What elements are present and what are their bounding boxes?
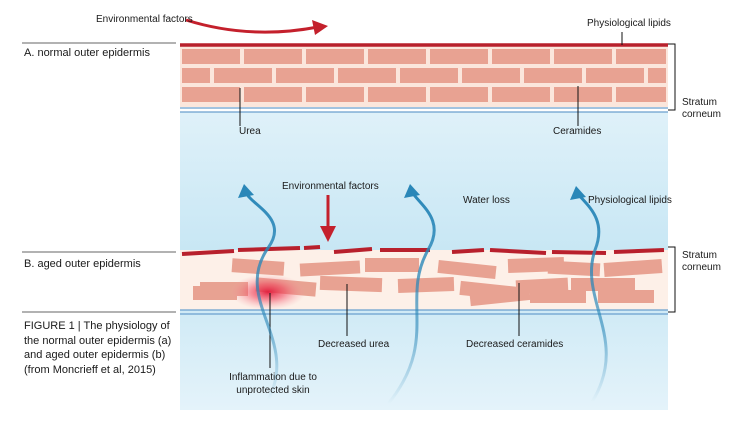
water-loss-arrowhead-2 [404,184,420,198]
stratum-corneum-label-a-2: corneum [682,109,721,120]
corneocyte-brick [462,68,520,83]
inflammation-label-1: Inflammation due to [229,372,317,383]
urea-label: Urea [239,126,261,137]
lipid-segment [333,247,373,254]
decreased-ceramides-label: Decreased ceramides [466,339,564,350]
corneocyte-brick [244,49,302,64]
environmental-factors-label-b: Environmental factors [282,181,379,192]
environmental-arrow-a [185,18,319,34]
corneocyte-brick [368,87,426,102]
corneocyte-brick [244,87,302,102]
corneocyte-brick [616,87,666,102]
corneocyte-brick [554,87,612,102]
corneocyte-brick [397,277,455,293]
corneocyte-brick [524,68,582,83]
corneocyte-brick [530,290,586,303]
water-loss-arrowhead-3 [570,186,586,200]
corneocyte-brick [430,49,488,64]
environmental-arrowhead-a [312,20,328,35]
corneocyte-brick [492,87,550,102]
stratum-corneum-label-b-1: Stratum [682,250,718,261]
water-loss-arrow-3 [576,192,608,404]
corneocyte-brick [276,68,334,83]
corneocyte-brick [492,49,550,64]
water-loss-arrow-2 [386,190,436,406]
lipid-segment [181,249,235,256]
lipid-segment [303,245,321,250]
corneocyte-brick [214,68,272,83]
stratum-corneum-label-b-2: corneum [682,262,721,273]
corneocyte-brick [554,49,612,64]
corneocyte-brick [306,87,364,102]
section-b-title: B. aged outer epidermis [24,258,141,270]
corneocyte-brick [365,258,419,272]
corneocyte-brick [182,87,240,102]
corneocyte-brick [368,49,426,64]
corneocyte-brick [338,68,396,83]
water-loss-arrowhead-1 [238,184,254,198]
lipid-segment [613,248,665,254]
ceramides-label: Ceramides [553,126,602,137]
corneocyte-brick [571,278,635,291]
lipid-segment [489,248,547,255]
water-loss-label: Water loss [463,195,510,206]
corneocyte-brick [182,68,210,83]
corneocyte-brick [547,260,601,277]
corneocyte-brick [603,258,663,278]
corneocyte-brick [193,286,237,300]
stratum-corneum-label-a-1: Stratum [682,97,718,108]
figure-caption: FIGURE 1 | The physiology of the normal … [24,320,172,376]
corneocyte-brick [306,49,364,64]
corneocyte-brick [616,49,666,64]
section-a-title: A. normal outer epidermis [24,47,150,59]
brick-wall-a [182,49,666,102]
water-loss-arrow-1 [244,190,279,402]
inflammation-label-2: unprotected skin [236,385,310,396]
corneocyte-brick [182,49,240,64]
corneocyte-brick [437,260,497,279]
corneocyte-brick [469,286,531,307]
corneocyte-brick [586,68,644,83]
stratum-bracket-b [668,246,676,313]
corneocyte-brick [598,290,654,303]
corneocyte-brick [648,68,666,83]
lipid-segment [551,250,607,255]
environmental-arrowhead-b [320,226,336,242]
corneocyte-brick [400,68,458,83]
environmental-factors-label-a: Environmental factors [96,14,193,25]
stratum-bracket-a [668,43,676,111]
lipid-segment [451,248,485,254]
physiological-lipids-label-a: Physiological lipids [587,18,671,29]
corneocyte-brick [430,87,488,102]
corneocyte-brick [299,260,361,277]
corneocyte-brick [319,275,383,293]
physiological-lipids-label-b: Physiological lipids [588,195,672,206]
decreased-urea-label: Decreased urea [318,339,390,350]
inflammation-spot [230,274,306,310]
